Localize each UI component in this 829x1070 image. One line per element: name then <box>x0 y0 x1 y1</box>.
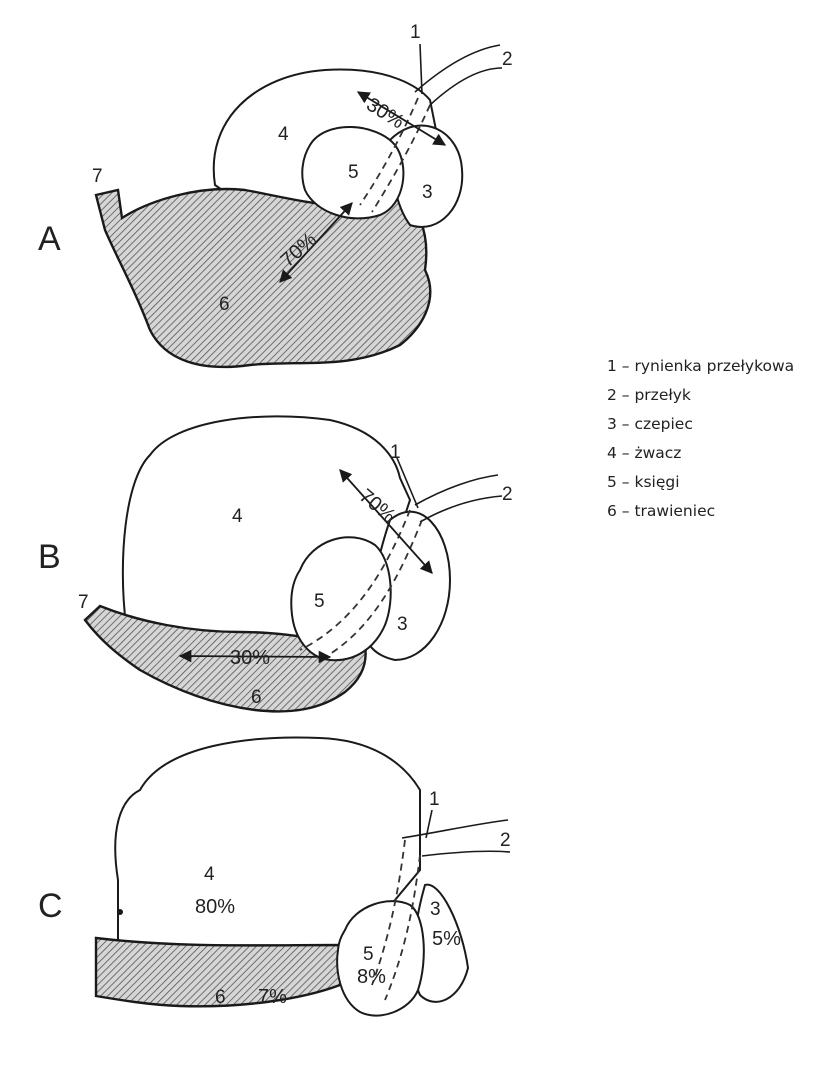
percent-lower-b: 30% <box>230 647 270 669</box>
legend-item-rumen: 4 – żwacz <box>607 439 794 468</box>
label-2-c: 2 <box>500 830 511 851</box>
legend: 1 – rynienka przełykowa 2 – przełyk 3 – … <box>607 352 794 526</box>
panel-a: A 1 2 3 4 5 6 7 30% 70% <box>38 22 513 367</box>
legend-item-esophageal-groove: 1 – rynienka przełykowa <box>607 352 794 381</box>
label-4-a: 4 <box>278 124 289 145</box>
esophagus-a <box>415 45 500 92</box>
percent-abomasum-c: 7% <box>258 986 287 1008</box>
esophagus-b <box>415 475 498 505</box>
panel-c: C 1 2 3 4 80% 5 8% 5% 6 7% <box>38 738 511 1016</box>
legend-item-reticulum: 3 – czepiec <box>607 410 794 439</box>
label-1-a: 1 <box>410 22 421 43</box>
legend-item-omasum: 5 – księgi <box>607 468 794 497</box>
marker-dot-c <box>117 909 123 915</box>
label-7-a: 7 <box>92 166 103 187</box>
label-6-a: 6 <box>219 294 230 315</box>
label-5-b: 5 <box>314 591 325 612</box>
percent-rumen-c: 80% <box>195 896 235 918</box>
panel-b: B 1 2 3 4 5 6 7 70% 30% <box>38 416 513 711</box>
label-5-c: 5 <box>363 944 374 965</box>
label-4-b: 4 <box>232 506 243 527</box>
label-6-b: 6 <box>251 687 262 708</box>
percent-omasum-c: 8% <box>357 966 386 988</box>
label-3-c: 3 <box>430 899 441 920</box>
label-1-b: 1 <box>390 442 401 463</box>
panel-letter-c: C <box>38 887 63 925</box>
label-3-b: 3 <box>397 614 408 635</box>
percent-reticulum-c: 5% <box>432 928 461 950</box>
panel-letter-b: B <box>38 538 61 576</box>
label-3-a: 3 <box>422 182 433 203</box>
label-2-b: 2 <box>502 484 513 505</box>
label-5-a: 5 <box>348 162 359 183</box>
label-7-b: 7 <box>78 592 89 613</box>
label-1-c: 1 <box>429 789 440 810</box>
legend-item-abomasum: 6 – trawieniec <box>607 497 794 526</box>
label-2-a: 2 <box>502 49 513 70</box>
label-6-c: 6 <box>215 987 226 1008</box>
label-4-c: 4 <box>204 864 215 885</box>
legend-item-esophagus: 2 – przełyk <box>607 381 794 410</box>
panel-letter-a: A <box>38 220 61 258</box>
